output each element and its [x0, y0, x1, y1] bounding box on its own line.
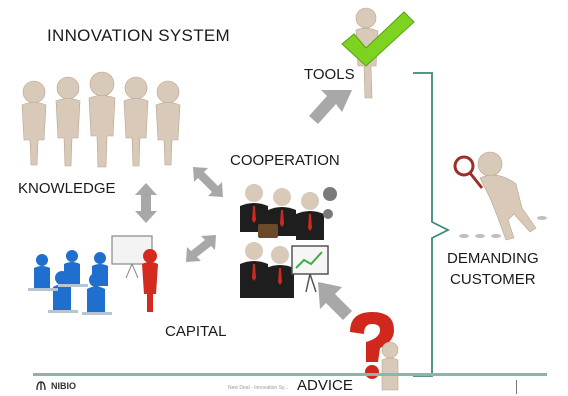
nibio-logo-icon — [36, 381, 46, 391]
presenter-figure — [142, 249, 158, 312]
cooperation-business-group — [240, 184, 337, 298]
gear-icon — [323, 187, 337, 219]
briefcase-icon — [258, 224, 278, 238]
capital-label: CAPITAL — [165, 323, 227, 340]
nibio-logo: NIBIO — [35, 380, 76, 392]
customer-bracket — [413, 72, 451, 377]
arrow-capital-cooperation — [186, 235, 216, 262]
demanding-customer-label: DEMANDING CUSTOMER — [447, 248, 539, 290]
arrow-advice-to-cooperation — [318, 282, 352, 320]
advice-label: ADVICE — [297, 377, 353, 394]
arrow-knowledge-cooperation — [193, 167, 223, 197]
footer-divider — [33, 373, 547, 376]
knowledge-label: KNOWLEDGE — [18, 180, 116, 197]
magnifier-icon — [453, 155, 484, 189]
capital-classroom-scene — [28, 235, 158, 315]
question-mark-icon — [350, 312, 394, 362]
cooperation-label: COOPERATION — [230, 152, 340, 169]
tools-label: TOOLS — [304, 66, 355, 83]
arrow-knowledge-capital — [135, 183, 157, 223]
footer-slide-text: New Deal - Innovation Sy... — [228, 385, 289, 391]
chart-board-icon — [291, 245, 329, 293]
page-title: INNOVATION SYSTEM — [47, 26, 230, 45]
knowledge-people-group — [21, 71, 181, 168]
demanding-customer-figure — [453, 151, 547, 241]
footer-separator — [516, 380, 517, 394]
logo-text: NIBIO — [51, 381, 77, 391]
demanding-label-line2: CUSTOMER — [450, 271, 536, 288]
tools-figure — [341, 7, 415, 99]
checkmark-icon — [341, 11, 415, 67]
arrow-tools-to-knowledge — [309, 90, 352, 124]
demanding-label-line1: DEMANDING — [447, 250, 539, 267]
